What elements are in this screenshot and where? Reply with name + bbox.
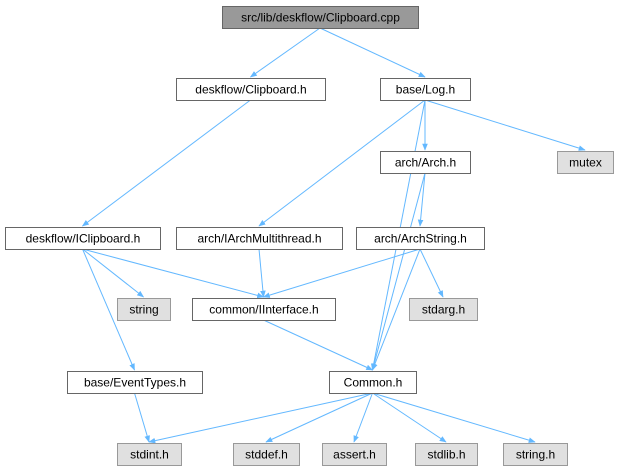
node-arch_iarchmultithread_h[interactable]: arch/IArchMultithread.h: [176, 227, 343, 250]
node-label: arch/ArchString.h: [374, 232, 467, 246]
node-box: [192, 298, 336, 321]
edge-arch_arch_h-to-arch_archstring_h: [417, 172, 426, 227]
edge-line: [263, 319, 374, 371]
edge-line: [419, 248, 444, 298]
node-arch_archstring_h[interactable]: arch/ArchString.h: [356, 227, 485, 250]
node-box: [380, 151, 471, 174]
edge-common_iinterface_h-to-common_h: [263, 319, 374, 371]
node-deskflow_clipboard_h[interactable]: deskflow/Clipboard.h: [176, 78, 326, 101]
edge-line: [265, 392, 373, 443]
edge-line: [81, 99, 251, 227]
edge-line: [82, 248, 135, 371]
edge-line: [258, 248, 266, 298]
edge-arch_archstring_h-to-common_iinterface_h: [262, 248, 421, 298]
node-mutex: mutex: [557, 151, 614, 174]
edge-line: [82, 248, 265, 299]
node-stdlib_h: stdlib.h: [415, 443, 478, 466]
node-stdarg_h: stdarg.h: [409, 298, 478, 321]
edge-line: [249, 27, 321, 78]
edge-arch_arch_h-to-common_h: [371, 172, 426, 371]
edge-line: [371, 172, 426, 371]
node-label: arch/IArchMultithread.h: [197, 232, 321, 246]
node-box: [222, 6, 419, 29]
edge-base_log_h-to-mutex: [424, 99, 586, 151]
edges-layer: [81, 27, 586, 444]
edge-line: [82, 248, 145, 298]
node-label: stddef.h: [245, 448, 288, 462]
edge-deskflow_clipboard_h-to-deskflow_iclipboard_h: [81, 99, 251, 227]
node-label: stdint.h: [130, 448, 169, 462]
edge-deskflow_iclipboard_h-to-common_iinterface_h: [82, 248, 265, 299]
edge-deskflow_iclipboard_h-to-base_eventtypes_h: [82, 248, 135, 371]
node-stddef_h: stddef.h: [233, 443, 300, 466]
node-label: arch/Arch.h: [395, 156, 456, 170]
edge-line: [353, 392, 373, 443]
node-base_eventtypes_h[interactable]: base/EventTypes.h: [67, 371, 203, 394]
edge-base_log_h-to-arch_iarchmultithread_h: [258, 99, 426, 227]
node-arch_arch_h[interactable]: arch/Arch.h: [380, 151, 471, 174]
node-string: string: [117, 298, 171, 321]
node-box: [409, 298, 478, 321]
node-box: [380, 78, 471, 101]
nodes-layer: src/lib/deskflow/Clipboard.cpp deskflow/C…: [5, 6, 614, 466]
node-box: [67, 371, 203, 394]
edge-arch_iarchmultithread_h-to-common_iinterface_h: [258, 248, 266, 298]
node-clipboard_cpp[interactable]: src/lib/deskflow/Clipboard.cpp: [222, 6, 419, 29]
node-label: Common.h: [344, 376, 403, 390]
node-label: stdarg.h: [422, 303, 465, 317]
edge-deskflow_iclipboard_h-to-string: [82, 248, 145, 298]
node-box: [503, 443, 568, 466]
node-label: stdlib.h: [427, 448, 465, 462]
node-label: assert.h: [333, 448, 376, 462]
node-assert_h: assert.h: [322, 443, 387, 466]
edge-common_h-to-stdint_h: [148, 392, 373, 444]
edge-common_h-to-string_h: [372, 392, 536, 443]
edge-common_h-to-stddef_h: [265, 392, 373, 443]
edge-clipboard_cpp-to-deskflow_clipboard_h: [249, 27, 321, 78]
edge-line: [372, 392, 536, 443]
node-box: [233, 443, 300, 466]
node-box: [557, 151, 614, 174]
node-stdint_h: stdint.h: [117, 443, 182, 466]
edge-line: [258, 99, 426, 227]
node-box: [322, 443, 387, 466]
node-box: [5, 227, 161, 250]
node-common_iinterface_h[interactable]: common/IInterface.h: [192, 298, 336, 321]
node-box: [415, 443, 478, 466]
edge-arch_archstring_h-to-stdarg_h: [419, 248, 444, 298]
edge-line: [424, 99, 586, 151]
edge-line: [148, 392, 373, 444]
edge-line: [372, 392, 447, 443]
node-label: string.h: [516, 448, 555, 462]
node-label: deskflow/IClipboard.h: [26, 232, 141, 246]
node-box: [176, 227, 343, 250]
node-label: common/IInterface.h: [209, 303, 318, 317]
node-label: deskflow/Clipboard.h: [195, 83, 306, 97]
edge-common_h-to-assert_h: [353, 392, 373, 443]
node-label: string: [129, 303, 158, 317]
node-string_h: string.h: [503, 443, 568, 466]
edge-line: [319, 27, 426, 78]
node-label: src/lib/deskflow/Clipboard.cpp: [241, 11, 400, 25]
node-label: mutex: [569, 156, 602, 170]
node-box: [117, 443, 182, 466]
edge-line: [417, 172, 426, 227]
node-box: [176, 78, 326, 101]
node-box: [356, 227, 485, 250]
edge-base_eventtypes_h-to-stdint_h: [134, 392, 150, 443]
edge-common_h-to-stdlib_h: [372, 392, 447, 443]
node-base_log_h[interactable]: base/Log.h: [380, 78, 471, 101]
node-deskflow_iclipboard_h[interactable]: deskflow/IClipboard.h: [5, 227, 161, 250]
edge-line: [262, 248, 421, 298]
node-label: base/Log.h: [396, 83, 455, 97]
node-box: [329, 371, 417, 394]
edge-arch_archstring_h-to-common_h: [372, 248, 421, 371]
node-common_h[interactable]: Common.h: [329, 371, 417, 394]
edge-line: [372, 248, 421, 371]
edge-line: [134, 392, 150, 443]
node-label: base/EventTypes.h: [84, 376, 186, 390]
node-box: [117, 298, 171, 321]
edge-clipboard_cpp-to-base_log_h: [319, 27, 426, 78]
